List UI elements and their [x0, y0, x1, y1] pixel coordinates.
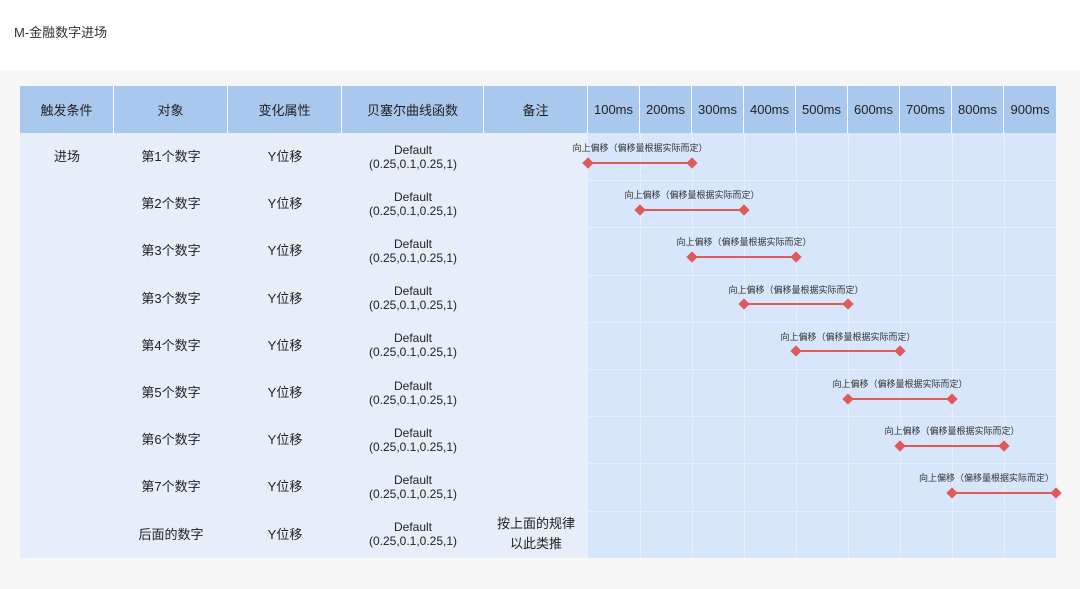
header-time-500ms: 500ms — [796, 86, 848, 133]
property-cell: Y位移 — [267, 479, 303, 495]
curve-cell: Default(0.25,0.1,0.25,1) — [342, 322, 484, 369]
object-cell: 后面的数字 — [138, 526, 204, 542]
timeline-gridline-vertical — [952, 133, 953, 558]
timeline-bar — [796, 350, 900, 353]
bar-label: 向上偏移（偏移量根据实际而定） — [832, 379, 968, 389]
note-cell: 按上面的规律以此类推 — [496, 516, 575, 552]
curve-name: Default — [393, 520, 433, 535]
curve-cell: Default(0.25,0.1,0.25,1) — [342, 275, 484, 322]
header-time-200ms: 200ms — [640, 86, 692, 133]
header-time-600ms: 600ms — [848, 86, 900, 133]
timeline-gridline-horizontal — [588, 369, 1056, 370]
header-time-700ms: 700ms — [900, 86, 952, 133]
curve-cell: Default(0.25,0.1,0.25,1) — [342, 133, 484, 180]
property-cell: Y位移 — [267, 196, 303, 212]
curve-name: Default — [393, 236, 433, 251]
curve-name: Default — [393, 142, 433, 157]
object-cell: 第2个数字 — [141, 196, 201, 212]
page-title: M-金融数字进场 — [14, 25, 108, 40]
timeline-bar — [952, 492, 1056, 494]
timeline-gridline-horizontal — [588, 321, 1056, 323]
header-property: 变化属性 — [228, 86, 342, 133]
curve-name: Default — [393, 425, 433, 440]
curve-cell: Default(0.25,0.1,0.25,1) — [342, 180, 484, 227]
timeline-bar — [848, 397, 952, 400]
curve-params: (0.25,0.1,0.25,1) — [368, 156, 458, 171]
curve-params: (0.25,0.1,0.25,1) — [368, 534, 458, 549]
curve-name: Default — [393, 331, 433, 346]
object-cell: 第3个数字 — [141, 290, 201, 306]
object-cell: 第1个数字 — [141, 149, 201, 165]
property-cell: Y位移 — [267, 337, 303, 353]
property-cell: Y位移 — [267, 290, 303, 306]
header-time-100ms: 100ms — [588, 86, 640, 133]
property-cell: Y位移 — [267, 432, 303, 448]
timeline-bar — [640, 208, 744, 211]
timeline-gridline-vertical — [1004, 133, 1005, 558]
bar-label: 向上偏移（偏移量根据实际而定） — [919, 473, 1055, 484]
property-cell: Y位移 — [267, 385, 303, 401]
curve-name: Default — [393, 284, 433, 299]
trigger-cell: 进场 — [53, 149, 80, 164]
timeline-gridline-vertical — [900, 133, 901, 558]
curve-params: (0.25,0.1,0.25,1) — [368, 250, 458, 265]
curve-params: (0.25,0.1,0.25,1) — [368, 203, 458, 218]
bar-label: 向上偏移（偏移量根据实际而定） — [884, 426, 1020, 437]
curve-params: (0.25,0.1,0.25,1) — [368, 345, 458, 360]
object-cell: 第7个数字 — [141, 479, 201, 495]
timeline-gridline-vertical — [640, 133, 641, 558]
timeline-gridline-horizontal — [588, 180, 1056, 182]
curve-name: Default — [393, 378, 433, 393]
bar-label: 向上偏移（偏移量根据实际而定） — [676, 237, 812, 248]
timeline-gridline-horizontal — [588, 416, 1056, 418]
curve-params: (0.25,0.1,0.25,1) — [368, 486, 458, 501]
timeline-gridline-vertical — [744, 133, 745, 558]
curve-cell: Default(0.25,0.1,0.25,1) — [342, 416, 484, 463]
timeline-bar — [744, 303, 848, 306]
timeline-area — [588, 133, 1056, 558]
property-cell: Y位移 — [267, 526, 303, 542]
property-cell: Y位移 — [267, 149, 303, 165]
curve-cell: Default(0.25,0.1,0.25,1) — [342, 511, 484, 558]
curve-cell: Default(0.25,0.1,0.25,1) — [342, 369, 484, 416]
bar-label: 向上偏移（偏移量根据实际而定） — [728, 284, 864, 295]
property-cell: Y位移 — [267, 243, 303, 259]
object-cell: 第6个数字 — [141, 432, 201, 448]
curve-cell: Default(0.25,0.1,0.25,1) — [342, 227, 484, 274]
header-trigger: 触发条件 — [20, 86, 114, 133]
curve-params: (0.25,0.1,0.25,1) — [368, 439, 458, 454]
timeline-gridline-vertical — [692, 133, 693, 558]
header-curve: 贝塞尔曲线函数 — [342, 86, 484, 133]
header-time-900ms: 900ms — [1010, 102, 1050, 117]
object-cell: 第3个数字 — [141, 243, 201, 259]
header-time-400ms: 400ms — [744, 86, 796, 133]
timeline-gridline-horizontal — [588, 227, 1056, 229]
timeline-gridline-horizontal — [588, 510, 1056, 512]
bar-label: 向上偏移（偏移量根据实际而定） — [572, 143, 708, 153]
curve-params: (0.25,0.1,0.25,1) — [368, 298, 458, 313]
timeline-bar — [588, 161, 692, 164]
curve-name: Default — [393, 472, 433, 487]
curve-name: Default — [393, 189, 433, 204]
object-cell: 第5个数字 — [141, 385, 201, 401]
timeline-gridline-vertical — [848, 133, 849, 558]
timeline-gridline-vertical — [796, 133, 797, 558]
bar-label: 向上偏移（偏移量根据实际而定） — [780, 331, 916, 342]
timeline-bar — [692, 256, 796, 258]
timeline-gridline-horizontal — [588, 274, 1056, 276]
timeline-gridline-horizontal — [588, 463, 1056, 465]
header-note: 备注 — [484, 86, 588, 133]
header-object: 对象 — [114, 86, 228, 133]
header-time-300ms: 300ms — [692, 86, 744, 133]
bar-label: 向上偏移（偏移量根据实际而定） — [624, 190, 760, 201]
object-cell: 第4个数字 — [141, 337, 201, 353]
timeline-bar — [900, 444, 1004, 447]
curve-params: (0.25,0.1,0.25,1) — [368, 392, 458, 407]
header-time-800ms: 800ms — [952, 86, 1004, 133]
curve-cell: Default(0.25,0.1,0.25,1) — [342, 463, 484, 510]
